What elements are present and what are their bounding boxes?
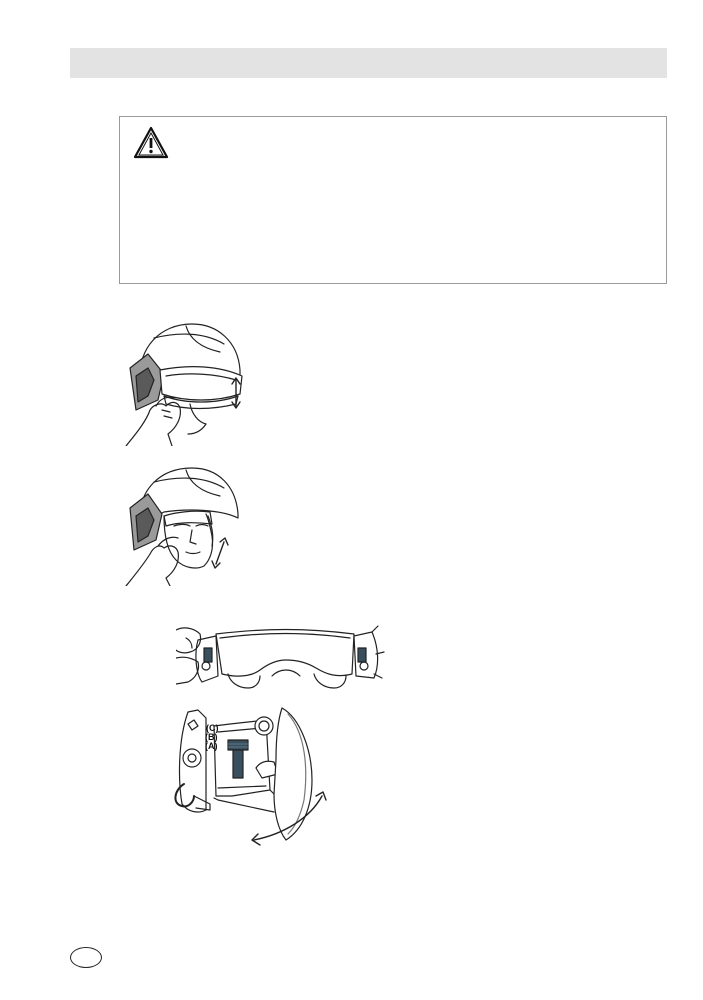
position-label-b: (B) <box>205 732 218 742</box>
language-code-oval <box>70 947 102 968</box>
clip-position-detail-illustration: (C) (B) (A) <box>170 700 340 850</box>
position-label-c: (C) <box>206 723 219 733</box>
position-label-a: (A) <box>205 741 218 751</box>
warning-triangle-icon <box>133 126 169 160</box>
warning-box <box>119 116 667 284</box>
helmet-visor-adjust-illustration <box>120 318 250 446</box>
goggles-clip-illustration <box>176 624 386 696</box>
helmet-goggle-adjust-illustration <box>120 460 250 586</box>
page-header-bar <box>70 48 667 78</box>
